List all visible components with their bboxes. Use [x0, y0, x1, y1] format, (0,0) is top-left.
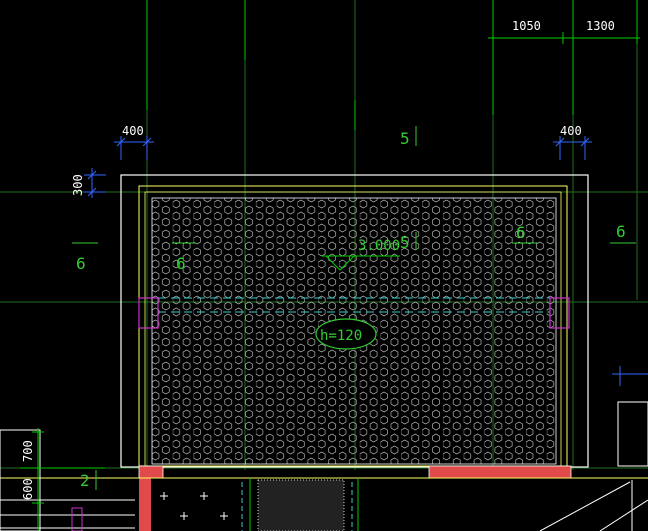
elevation-label: 3.000	[358, 238, 400, 254]
dim-left-400	[114, 136, 154, 160]
dim-right-400-slash-1	[555, 137, 565, 147]
wall-segment-left[interactable]	[138, 465, 164, 479]
axis-label-bottom-left: 2	[80, 471, 90, 490]
dim-lower-left	[20, 428, 105, 531]
axis-label-mid: 5	[400, 233, 410, 252]
right-dim-marker	[612, 366, 648, 386]
right-room-box	[617, 401, 648, 467]
plus-markers	[160, 492, 228, 520]
slab-thickness-label: h=120	[320, 328, 362, 344]
plus-1	[160, 492, 168, 500]
dim-right-400-label: 400	[560, 124, 582, 138]
lower-left-magenta	[71, 507, 83, 531]
elevation-marker	[322, 255, 400, 271]
dim-right-400-slash-2	[580, 137, 590, 147]
plus-4	[220, 512, 228, 520]
slab-outer-outline[interactable]	[120, 174, 589, 468]
slab-thickness-ellipse[interactable]	[315, 318, 377, 350]
diag-1	[539, 481, 631, 531]
axis-label-right: 6	[616, 222, 626, 241]
lower-right-diagonals	[539, 480, 648, 531]
dim-vertical-300-slash-2	[87, 187, 97, 197]
axis-label-left-inner: 6	[176, 254, 186, 273]
dim-1300-label: 1300	[586, 19, 615, 33]
lower-dotted-area	[257, 479, 345, 531]
plus-3	[180, 512, 188, 520]
axis-label-left: 6	[76, 254, 86, 273]
lower-left-box	[0, 429, 41, 531]
wall-column-left	[139, 478, 151, 531]
dim-left-400-slash-1	[116, 137, 126, 147]
dim-600-label: 600	[21, 478, 35, 500]
dim-vertical-300	[84, 168, 106, 198]
dim-vertical-300-slash-1	[87, 170, 97, 180]
dim-1050-label: 1050	[512, 19, 541, 33]
beam-dashed	[158, 297, 550, 313]
axis-label-right-inner: 6	[516, 223, 526, 242]
slab-inner-outline-2	[144, 191, 562, 467]
dim-top-right	[488, 32, 640, 44]
diag-2	[599, 499, 648, 531]
dim-700-label: 700	[21, 440, 35, 462]
axis-lines	[146, 0, 638, 130]
elevation-triangle-icon	[325, 255, 355, 271]
dim-left-400-slash-2	[142, 137, 152, 147]
dim-left-400-label: 400	[122, 124, 144, 138]
dim-vertical-300-label: 300	[71, 174, 85, 196]
column-marker-left[interactable]	[138, 297, 159, 329]
column-marker-right[interactable]	[549, 297, 570, 329]
wall-segment-right[interactable]	[428, 465, 572, 479]
lower-left-room	[0, 429, 135, 531]
dim-right-400	[553, 136, 592, 160]
plus-2	[200, 492, 208, 500]
axis-label-top: 5	[400, 129, 410, 148]
